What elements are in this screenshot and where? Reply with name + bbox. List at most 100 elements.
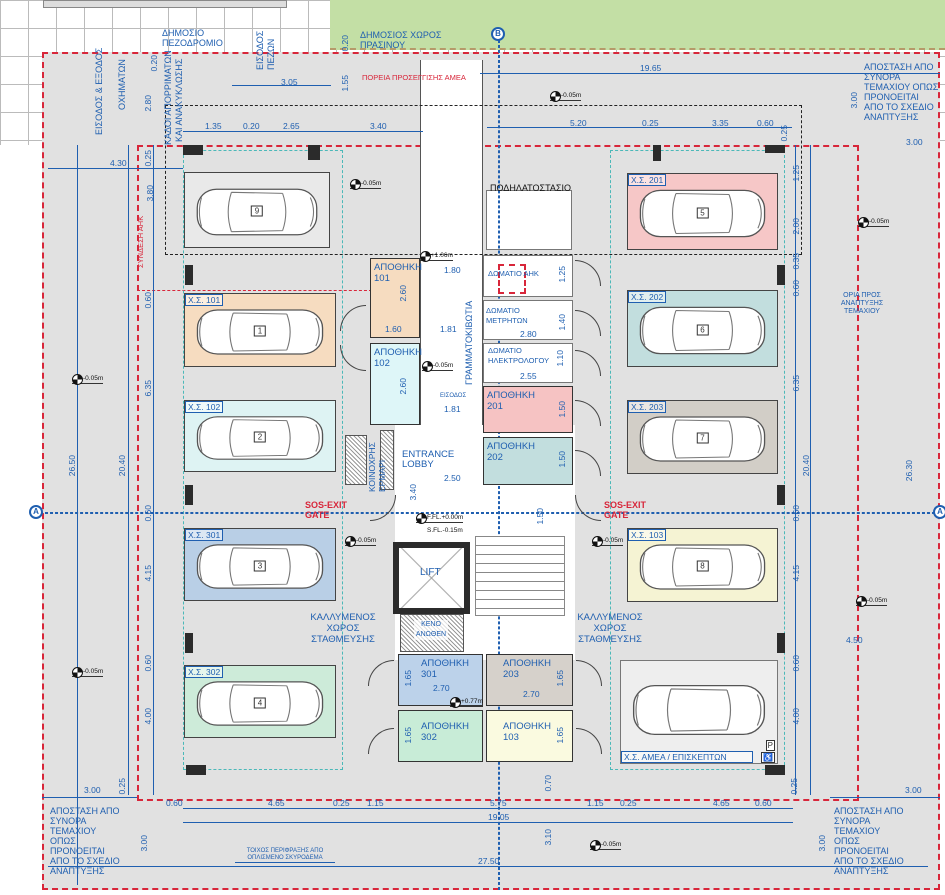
neighbor-building <box>43 0 287 8</box>
space-number: 4 <box>253 697 267 709</box>
dimension-label: 3.00 <box>905 785 922 795</box>
dimension-label: 3.00 <box>84 785 101 795</box>
space-number: 8 <box>696 560 709 572</box>
axis-marker-a: A <box>29 505 43 519</box>
storage-title: ΑΠΟΘΗΚΗ <box>374 347 423 358</box>
common-cupboard <box>345 435 367 485</box>
meter-room-label: ΔΩΜΑΤΙΟ ΜΕΤΡΗΤΩΝ <box>486 306 528 325</box>
dimension-label: 0.20 <box>340 35 350 52</box>
entrance-label: ΕΙΣΟΔΟΣ <box>440 393 467 399</box>
dimension-label: 4.15 <box>791 565 801 582</box>
column <box>777 485 785 505</box>
wall <box>380 430 394 490</box>
bins-label: ΚΑΔΟΙ ΑΠΟΡΡΙΜΑΤΩΝ <box>163 50 173 145</box>
public-green-label: ΔΗΜΟΣΙΟΣ ΧΩΡΟΣ ΠΡΑΣΙΝΟΥ <box>360 30 442 50</box>
dimension-label: 1.50 <box>557 451 567 468</box>
dimension-label: 2.80 <box>143 95 153 112</box>
dimension-label: 0.25 <box>143 150 153 167</box>
lift[interactable] <box>393 542 470 614</box>
pedestrian-entry-label-2: ΠΕΖΩΝ <box>266 38 276 70</box>
dimension-label: 2.60 <box>398 285 408 302</box>
dimension-label: 5.75 <box>490 798 507 808</box>
structure-grid-right <box>610 150 785 770</box>
dimension-label: 3.00 <box>849 92 859 109</box>
dimension-label: 19.05 <box>488 812 510 822</box>
dimension-label: 20.40 <box>801 455 811 477</box>
storage-title: ΑΠΟΘΗΚΗ <box>421 721 470 732</box>
column <box>185 633 193 653</box>
column <box>183 145 203 155</box>
column <box>777 633 785 653</box>
floor-level-ffl: F.FL.+0.00m <box>416 513 464 524</box>
dimension-line <box>48 168 183 169</box>
dimension-label: 1.55 <box>340 75 350 92</box>
space-label: Χ.Σ. 202 <box>628 291 667 303</box>
dimension-label: 1.25 <box>557 266 567 283</box>
dimension-label: 0.60 <box>791 280 801 297</box>
dimension-label: 1.65 <box>555 670 565 687</box>
parking-space-202[interactable]: Χ.Σ. 202 6 <box>627 290 778 367</box>
level-marker-icon: +1.06m <box>420 251 453 262</box>
storage-title: ΑΠΟΘΗΚΗ <box>374 262 423 273</box>
level-marker-icon: -0.05m <box>345 536 377 547</box>
dimension-label: 26.50 <box>67 455 77 477</box>
dimension-label: 19.65 <box>640 63 662 73</box>
vehicle-entry-label: ΕΙΣΟΔΟΣ & ΕΞΟΔΟΣ <box>94 47 104 135</box>
common-cupboard-label: ΚΟΙΝΟΧΡΗΣ ΕΡΜΑΡΙ <box>367 442 387 492</box>
axis-marker-a-right: A <box>933 505 945 519</box>
bike-parking-area <box>486 190 572 250</box>
dimension-label: 4.30 <box>110 158 127 168</box>
sos-exit-right: SOS-EXIT GATE <box>604 500 647 520</box>
dimension-label: 5.20 <box>570 118 587 128</box>
dimension-label: 0.60 <box>791 655 801 672</box>
space-number: 5 <box>696 207 709 219</box>
meter-room[interactable] <box>483 300 573 340</box>
staircase[interactable] <box>475 536 565 616</box>
dimension-label: 2.65 <box>283 121 300 131</box>
upper-floor-outline <box>165 105 802 255</box>
dimension-label: 1.50 <box>535 508 545 525</box>
level-marker-icon: -0.05m <box>592 536 624 547</box>
dimension-label: 0.60 <box>791 505 801 522</box>
parking-icon: P <box>765 740 775 751</box>
bins-label-2: ΚΑΙ ΑΝΑΚΥΚΛΩΣΗΣ <box>174 58 184 142</box>
dimension-label: 0.25 <box>333 798 350 808</box>
dimension-label: 20.40 <box>117 455 127 477</box>
power-cabinet <box>498 264 526 294</box>
parking-space-9[interactable]: 9 <box>184 172 330 248</box>
dimension-line <box>810 145 811 795</box>
dimension-label: 0.60 <box>143 505 153 522</box>
column <box>765 145 785 153</box>
dimension-label: 1.35 <box>205 121 222 131</box>
dimension-label: 0.60 <box>143 292 153 309</box>
electrician-room[interactable] <box>483 343 573 383</box>
dimension-line <box>480 73 940 74</box>
axis-line-a <box>40 512 940 514</box>
dimension-label: 4.65 <box>713 798 730 808</box>
dimension-label: 0.20 <box>149 55 159 72</box>
dimension-line <box>153 145 154 795</box>
column <box>185 485 193 505</box>
dimension-label: 3.40 <box>408 484 418 501</box>
dimension-label: 0.25 <box>642 118 659 128</box>
space-label: Χ.Σ. 201 <box>628 174 667 186</box>
dimension-label: 2.70 <box>433 683 450 693</box>
space-number: 6 <box>696 324 709 336</box>
parking-space-201[interactable]: Χ.Σ. 201 5 <box>627 173 778 250</box>
dimension-label: 27.50 <box>478 856 500 866</box>
